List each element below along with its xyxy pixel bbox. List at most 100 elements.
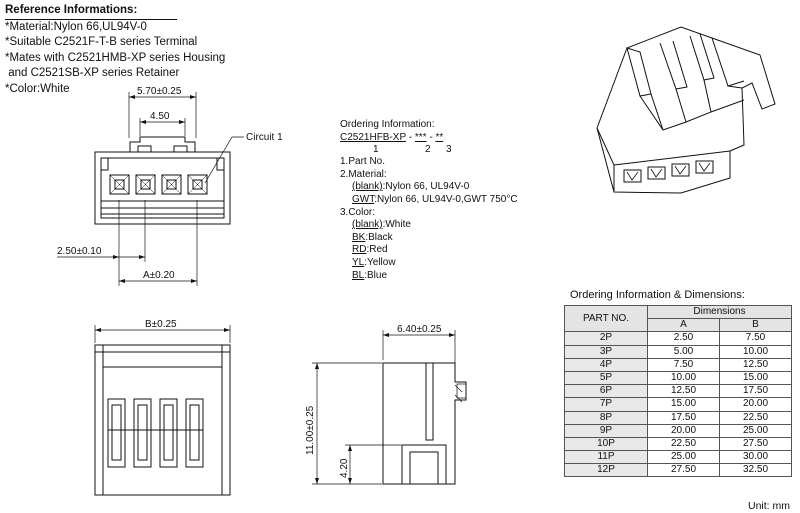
cell-part-no: 5P [564, 370, 648, 386]
color-desc: :Red [366, 244, 388, 256]
cell-dim-b: 30.00 [719, 450, 792, 465]
ordering-code: C2521HFB-XP - *** - ** [340, 132, 518, 145]
part-no-heading: 1.Part No. [340, 156, 386, 168]
col-a: A [647, 318, 720, 333]
material-option: GWT:Nylon 66, UL94V-0,GWT 750°C [340, 194, 518, 207]
col-part-no: PART NO. [564, 304, 648, 333]
circuit-1-label: Circuit 1 [246, 132, 283, 143]
reference-line: and C2521SB-XP series Retainer [5, 67, 180, 79]
reference-heading: Reference Informations: [5, 3, 178, 20]
col-dimensions: Dimensions [647, 304, 792, 320]
ordering-title: Ordering Information: [340, 119, 435, 130]
color-option: RD:Red [340, 244, 518, 257]
cell-dim-b: 15.00 [719, 370, 792, 386]
cell-part-no: 10P [564, 436, 648, 452]
cell-dim-a: 17.50 [647, 410, 720, 425]
color-code: YL [352, 256, 365, 268]
cell-dim-a: 27.50 [647, 463, 720, 478]
cell-part-no: 6P [564, 384, 648, 399]
dim-width-5-70: 5.70±0.25 [137, 86, 182, 97]
cell-dim-a: 15.00 [647, 397, 720, 412]
col-b: B [719, 318, 792, 333]
cell-dim-a: 25.00 [647, 450, 720, 465]
dim-a: A±0.20 [143, 270, 175, 281]
cell-dim-b: 22.50 [719, 410, 792, 425]
table-title: Ordering Information & Dimensions: [570, 289, 745, 301]
cell-part-no: 12P [564, 463, 648, 478]
cell-part-no: 8P [564, 410, 648, 425]
isometric-view-drawing [596, 26, 776, 194]
ordering-code-index: 1 2 3 [340, 144, 518, 156]
code-part-2: *** [414, 131, 427, 143]
reference-line: *Material:Nylon 66,UL94V-0 [5, 20, 147, 33]
code-separator: - [405, 131, 415, 143]
cell-dim-a: 5.00 [647, 344, 720, 359]
code-index-1: 1 [373, 144, 379, 156]
color-desc: :Blue [364, 269, 388, 281]
cell-part-no: 9P [564, 423, 648, 438]
color-desc: :Yellow [364, 256, 396, 268]
color-option: YL:Yellow [340, 257, 518, 270]
code-separator: - [426, 131, 436, 143]
cell-part-no: 2P [564, 331, 648, 346]
cell-dim-a: 12.50 [647, 384, 720, 399]
cell-dim-b: 17.50 [719, 384, 792, 399]
part-code: C2521HFB-XP [340, 131, 406, 143]
color-option: (blank):White [340, 219, 518, 232]
material-desc: :Nylon 66, UL94V-0,GWT 750°C [374, 193, 518, 205]
reference-line: *Mates with C2521HMB-XP series Housing [5, 51, 226, 64]
cell-dim-a: 22.50 [647, 436, 720, 452]
cell-part-no: 4P [564, 357, 648, 372]
material-option: (blank):Nylon 66, UL94V-0 [340, 181, 518, 194]
side-view-drawing [312, 330, 467, 485]
cell-part-no: 3P [564, 344, 648, 359]
reference-line: *Color:White [5, 82, 70, 95]
color-heading: 3.Color: [340, 206, 376, 218]
cell-dim-a: 20.00 [647, 423, 720, 438]
color-code: RD [352, 244, 367, 256]
color-code: (blank) [352, 219, 383, 231]
material-code: GWT [352, 193, 375, 205]
cell-dim-b: 12.50 [719, 357, 792, 372]
cell-dim-b: 32.50 [719, 463, 792, 478]
code-index-3: 3 [446, 144, 452, 156]
dim-height-11-00: 11.00±0.25 [305, 405, 316, 455]
material-desc: :Nylon 66, UL94V-0 [382, 181, 470, 193]
dim-height-4-20: 4.20 [339, 458, 350, 478]
front-view-drawing [94, 325, 231, 496]
cell-dim-b: 10.00 [719, 344, 792, 359]
cell-dim-b: 7.50 [719, 331, 792, 346]
dim-pitch: 2.50±0.10 [57, 246, 102, 257]
cell-dim-a: 7.50 [647, 357, 720, 372]
color-option: BK:Black [340, 232, 518, 245]
reference-line: *Suitable C2521F-T-B series Terminal [5, 36, 198, 48]
cell-part-no: 11P [564, 450, 648, 465]
unit-label: Unit: mm [748, 500, 790, 512]
dim-width-4-50: 4.50 [150, 111, 170, 122]
code-index-2: 2 [425, 144, 431, 156]
cell-dim-b: 20.00 [719, 397, 792, 412]
top-view-drawing [57, 92, 244, 286]
cell-part-no: 7P [564, 397, 648, 412]
cell-dim-b: 25.00 [719, 423, 792, 438]
cell-dim-b: 27.50 [719, 436, 792, 452]
color-code: BL [352, 269, 365, 281]
dim-depth-6-40: 6.40±0.25 [397, 324, 442, 335]
ordering-info: Ordering Information: C2521HFB-XP - *** … [340, 119, 518, 282]
material-code: (blank) [352, 181, 383, 193]
color-desc: :Black [365, 231, 393, 243]
